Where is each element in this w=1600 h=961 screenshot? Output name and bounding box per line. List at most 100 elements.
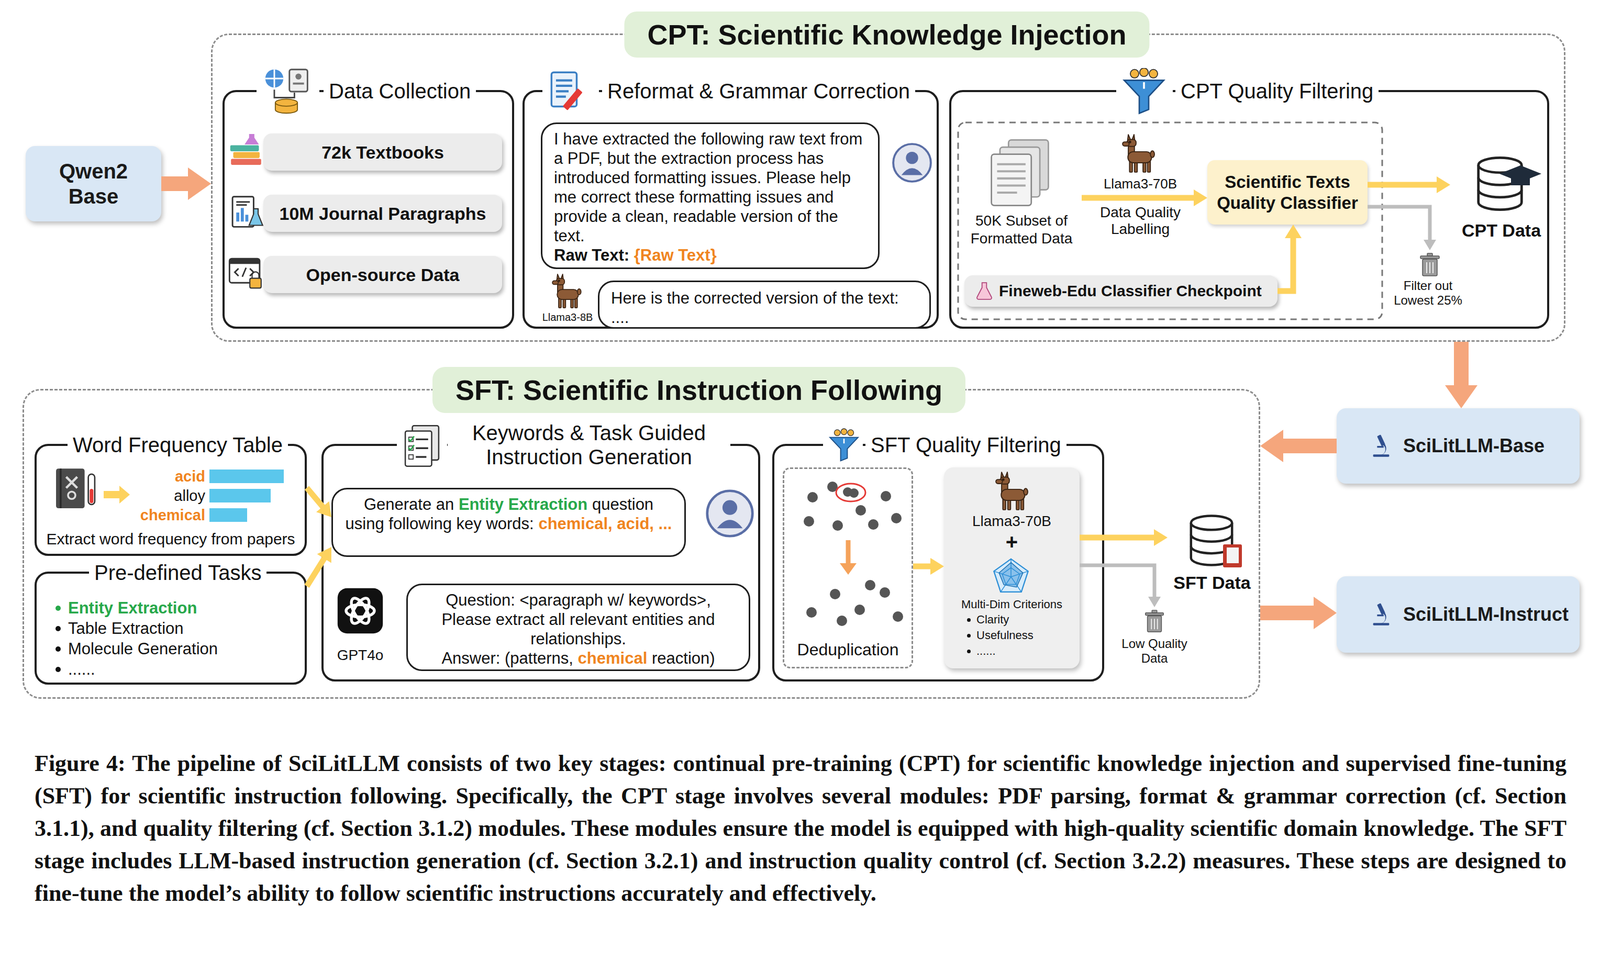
- icon-backing: [1116, 66, 1173, 116]
- module-panel: SFT Quality FilteringDeduplicationLlama3…: [772, 443, 1105, 682]
- stage-region: CPT: Scientific Knowledge InjectionData …: [210, 33, 1566, 342]
- node-text: SFT Data: [1167, 572, 1257, 594]
- prompt-bubble: Generate anEntity Extractionquestion usi…: [331, 487, 686, 558]
- arrow-shaft: [1278, 438, 1337, 454]
- flow-arrow: [913, 558, 944, 575]
- node-text: Llama3-70B: [943, 512, 1080, 531]
- arrow-shaft: [1260, 605, 1319, 621]
- node-text: Usefulness: [964, 627, 1080, 644]
- text-line: Raw Text:{Raw Text}: [553, 245, 867, 265]
- node-text: Multi-Dim Criterions: [943, 597, 1080, 613]
- panel-heading: Reformat & Grammar Correction: [602, 78, 916, 104]
- database-icon: [1191, 515, 1232, 565]
- panel-heading: Word Frequency Table: [67, 432, 288, 458]
- text-line: Generate anEntity Extractionquestion usi…: [344, 494, 673, 534]
- icon-backing: [396, 421, 448, 473]
- node-text: Question: <paragraph w/ keywords>, Pleas…: [419, 590, 738, 649]
- node-text: 72k Textbooks: [321, 141, 444, 163]
- panel-heading: Pre-defined Tasks: [89, 560, 267, 586]
- node-text: +: [943, 530, 1080, 554]
- stage-header: CPT: Scientific Knowledge Injection: [624, 11, 1150, 58]
- paper-icon: [56, 468, 95, 509]
- arrow-shaft: [306, 556, 326, 587]
- node-text: Raw Text:: [553, 246, 630, 265]
- stage-region: SFT: Scientific Instruction FollowingWor…: [22, 389, 1261, 699]
- arrow-shaft: [306, 487, 325, 509]
- arrow-head: [1260, 429, 1284, 463]
- book-icon: [1226, 547, 1239, 564]
- arrow-shaft: [1081, 195, 1197, 202]
- panel-heading: CPT Quality Filtering: [1175, 78, 1379, 104]
- arrow-head: [930, 558, 944, 575]
- duplicate-dots: [803, 481, 904, 627]
- node-text: Fineweb-Edu Classifier Checkpoint: [998, 281, 1262, 301]
- module-panel: Reformat & Grammar CorrectionI have extr…: [522, 90, 939, 329]
- flow-arrow: [1260, 596, 1337, 630]
- icon-backing: [542, 68, 599, 116]
- database-node: SFT Data: [1167, 505, 1257, 600]
- keyword-label: acid: [130, 467, 206, 486]
- arrow-head: [1436, 176, 1451, 194]
- node-text: Qwen2 Base: [51, 158, 136, 209]
- code-icon: [229, 258, 261, 288]
- filter-icon: [1124, 68, 1164, 114]
- flow-arrow: [1079, 529, 1168, 547]
- documents-icon: [991, 139, 1049, 206]
- node-text: {Raw Text}: [634, 246, 717, 265]
- reply-bubble: Here is the corrected version of the tex…: [597, 280, 931, 329]
- checklist-icon: [405, 425, 439, 466]
- icon-backing: [256, 65, 320, 118]
- small-arrow: [846, 540, 851, 565]
- journal-icon: [232, 196, 263, 228]
- database-icon: [1478, 157, 1522, 210]
- classifier-box: Scientific Texts Quality Classifier: [1207, 160, 1368, 225]
- step-label: Data Quality Labelling: [1082, 204, 1198, 238]
- module-panel: CPT Quality Filtering50K Subset of Forma…: [949, 90, 1550, 329]
- node-text: reaction): [651, 649, 716, 668]
- node-text: Clarity: [964, 612, 1080, 628]
- classifier-region: [958, 122, 1383, 320]
- node-text: SciLitLLM-Instruct: [1403, 603, 1569, 626]
- keyword-label: alloy: [130, 486, 206, 505]
- arrow-head: [1153, 529, 1168, 547]
- node-text: Filter out Lowest 25%: [1382, 278, 1474, 308]
- radar-icon: [993, 559, 1028, 593]
- node-text: Deduplication: [784, 639, 912, 660]
- arrow-shaft: [1079, 565, 1155, 599]
- model-box: SciLitLLM-Base: [1336, 408, 1580, 484]
- icon-backing: [823, 424, 863, 466]
- microscope-icon: [1373, 434, 1390, 457]
- gpt-logo: [337, 588, 383, 634]
- flow-arrow: [306, 547, 332, 587]
- node-text: Entity Extraction: [458, 495, 588, 514]
- collection-icon: [265, 69, 308, 114]
- arrow-shaft: [1453, 341, 1469, 391]
- duplicate-highlight: [836, 483, 866, 502]
- user-icon: [707, 491, 753, 537]
- text-line: Answer: (patterns,chemicalreaction): [419, 648, 738, 669]
- module-panel: Data Collection72k Textbooks10M Journal …: [222, 90, 515, 329]
- small-arrow: [839, 563, 857, 575]
- node-text: Molecule Generation: [52, 638, 305, 660]
- frequency-bar: [209, 508, 248, 522]
- edit-icon: [551, 72, 583, 111]
- trash-icon: [1145, 610, 1164, 632]
- arrow-shaft: [1277, 235, 1294, 292]
- arrow-head: [1193, 189, 1208, 207]
- arrow-head: [1284, 224, 1302, 239]
- module-panel: Pre-defined TasksEntity ExtractionTable …: [34, 571, 307, 685]
- flow-arrow: [1445, 341, 1478, 409]
- node-text: ......: [964, 643, 1080, 660]
- panel-heading: Data Collection: [323, 78, 476, 104]
- judge-box: Llama3-70B+ Multi-Dim CriterionsClarityUs…: [943, 467, 1080, 669]
- node-text: I have extracted the following raw text …: [553, 129, 867, 246]
- arrow-head: [1423, 239, 1437, 251]
- node-text: Low Quality Data: [1109, 636, 1199, 666]
- small-arrow: [103, 485, 130, 504]
- model-box: SciLitLLM-Instruct: [1336, 576, 1580, 653]
- flow-arrow: [1367, 176, 1451, 194]
- flow-arrow: [161, 167, 211, 200]
- microscope-icon: [1373, 603, 1390, 626]
